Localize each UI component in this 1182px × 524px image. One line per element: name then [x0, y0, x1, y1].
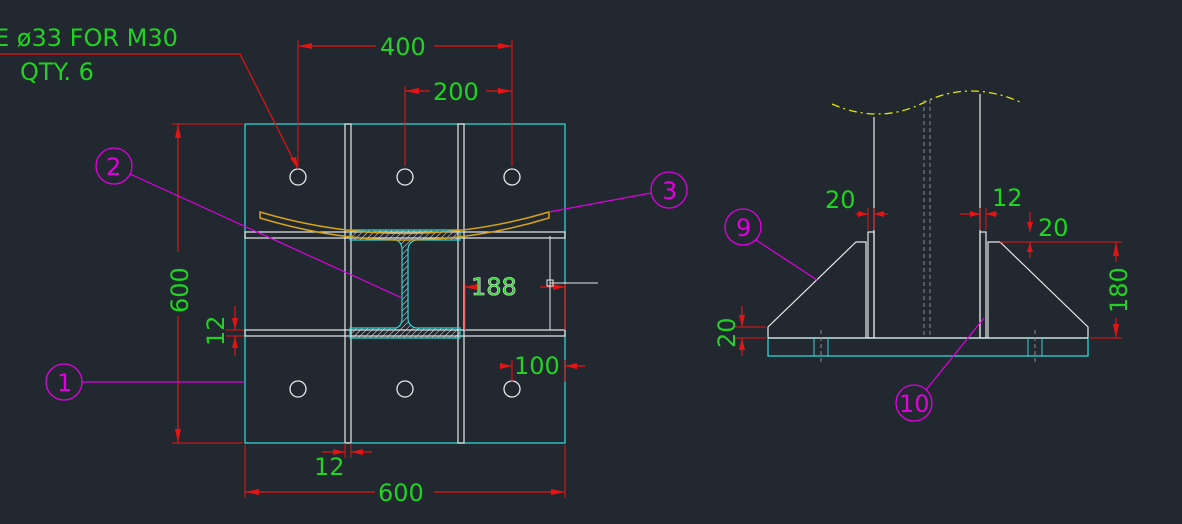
anchor-hole[interactable]: [289, 380, 307, 398]
svg-text:180: 180: [1105, 267, 1133, 313]
svg-text:600: 600: [378, 479, 424, 507]
svg-text:1: 1: [57, 369, 72, 397]
dim-20-stiffener-top[interactable]: 20: [1027, 212, 1069, 258]
flange-plate-left[interactable]: [867, 231, 875, 339]
elevation-view: 20 12 20 180: [713, 90, 1133, 422]
dim-100[interactable]: 100: [500, 352, 585, 382]
leader-arrow: [290, 157, 298, 169]
svg-text:20: 20: [1038, 214, 1069, 242]
plan-view: E ø33 FOR M30 QTY. 6 400 200: [0, 24, 688, 507]
dim-20-flange-left[interactable]: 20: [825, 186, 888, 230]
elevation-base-plate[interactable]: [767, 337, 1089, 357]
balloon-10[interactable]: 10: [895, 317, 985, 422]
svg-text:12: 12: [314, 453, 345, 481]
dim-400[interactable]: 400: [297, 33, 513, 166]
dim-180[interactable]: 180: [1000, 241, 1133, 339]
anchor-bolt-hidden: [813, 330, 1043, 364]
stiffener-plate-left[interactable]: [344, 123, 352, 444]
hole-note-line2[interactable]: QTY. 6: [20, 58, 94, 86]
column-break-line: [831, 90, 1021, 115]
dim-200[interactable]: 200: [404, 78, 512, 166]
anchor-hole[interactable]: [289, 168, 307, 186]
curved-rib-item-3[interactable]: [259, 210, 550, 241]
svg-text:20: 20: [825, 186, 856, 214]
gusset-plate-left[interactable]: [767, 241, 867, 338]
balloon-1[interactable]: 1: [45, 363, 244, 401]
balloon-9[interactable]: 9: [724, 208, 818, 281]
svg-text:400: 400: [380, 33, 426, 61]
anchor-hole[interactable]: [396, 380, 414, 398]
svg-text:200: 200: [433, 78, 479, 106]
anchor-hole[interactable]: [503, 168, 521, 186]
svg-text:3: 3: [662, 177, 677, 205]
dim-600-horizontal[interactable]: 600: [244, 445, 566, 507]
dim-188[interactable]: 188: [464, 236, 598, 330]
hole-note-line1[interactable]: E ø33 FOR M30: [0, 24, 178, 52]
dim-12-vertical[interactable]: 12: [202, 306, 244, 356]
dim-12-flange-right[interactable]: 12: [960, 184, 1023, 230]
hole-note-leader: [0, 53, 299, 170]
anchor-hole[interactable]: [503, 380, 521, 398]
dim-600-vertical[interactable]: 600: [166, 123, 243, 444]
svg-text:12: 12: [202, 315, 230, 346]
stiffener-plate-right[interactable]: [457, 123, 465, 444]
dim-12-horizontal[interactable]: 12: [314, 443, 372, 481]
anchor-hole[interactable]: [396, 168, 414, 186]
svg-text:9: 9: [736, 214, 751, 242]
svg-text:2: 2: [106, 153, 121, 181]
svg-text:12: 12: [992, 184, 1023, 212]
svg-text:100: 100: [514, 352, 560, 380]
gusset-plate-right[interactable]: [987, 241, 1089, 338]
balloon-2[interactable]: 2: [95, 147, 403, 299]
svg-text:600: 600: [166, 267, 194, 313]
svg-text:10: 10: [899, 390, 930, 418]
balloon-3[interactable]: 3: [548, 171, 688, 213]
svg-text:188: 188: [471, 273, 517, 301]
svg-text:20: 20: [713, 317, 741, 348]
column-i-section[interactable]: [349, 229, 461, 339]
dim-20-base-plate[interactable]: 20: [713, 306, 766, 356]
